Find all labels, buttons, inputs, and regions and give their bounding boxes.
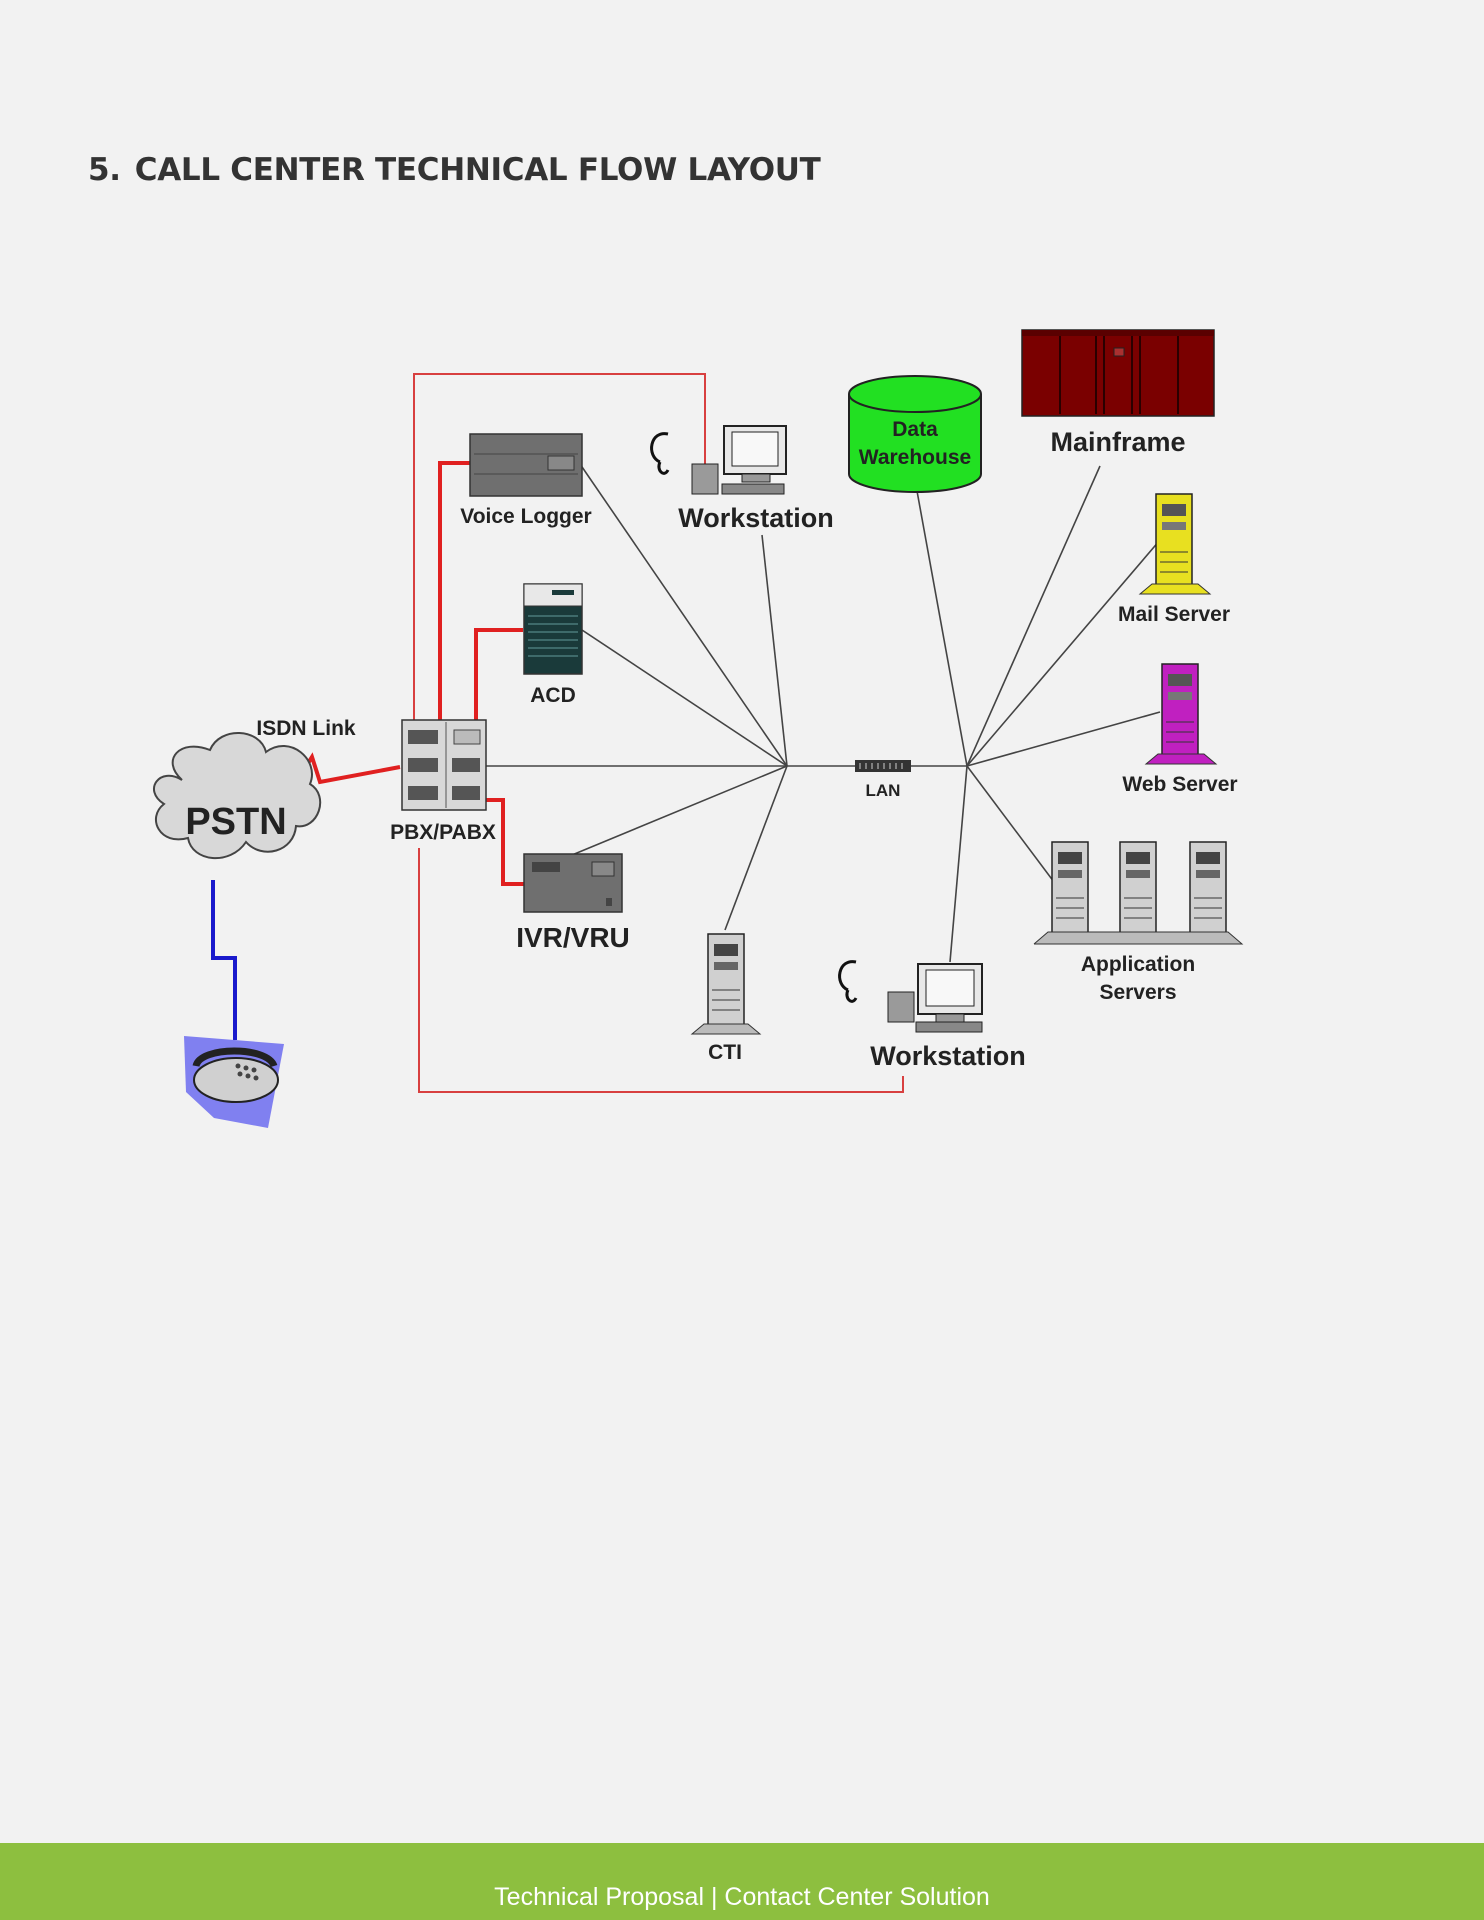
label-workstation-bottom: Workstation	[870, 1041, 1026, 1071]
voice-logger-icon	[469, 433, 583, 497]
label-pstn: PSTN	[185, 801, 286, 843]
voice-link-pbx-workstation-top	[413, 373, 706, 722]
label-pbx: PBX/PABX	[390, 821, 496, 844]
section-heading: 5. CALL CENTER TECHNICAL FLOW LAYOUT	[88, 152, 821, 188]
pbx-icon	[401, 719, 487, 811]
call-center-flow-diagram: Voice Logger Workstation Data Warehouse …	[153, 329, 1244, 1128]
label-mainframe: Mainframe	[1050, 427, 1185, 457]
acd-icon	[523, 583, 583, 675]
ivr-icon	[523, 853, 623, 913]
cti-icon	[690, 933, 762, 1035]
section-number: 5.	[88, 152, 121, 188]
label-application-servers-1: Application	[1081, 953, 1195, 976]
label-workstation-top: Workstation	[678, 503, 834, 533]
data-warehouse-icon	[848, 375, 982, 493]
mainframe-icon	[1021, 329, 1215, 417]
label-acd: ACD	[530, 684, 576, 707]
label-isdn-link: ISDN Link	[256, 717, 355, 740]
lan-links	[486, 463, 1161, 963]
section-title: CALL CENTER TECHNICAL FLOW LAYOUT	[134, 152, 821, 188]
web-server-icon	[1144, 663, 1218, 765]
telephone-icon	[184, 1036, 284, 1128]
page-footer: Technical Proposal | Contact Center Solu…	[0, 1843, 1484, 1920]
label-web-server: Web Server	[1122, 773, 1237, 796]
label-data-warehouse-2: Warehouse	[859, 446, 971, 469]
label-mail-server: Mail Server	[1118, 603, 1230, 626]
phone-line	[211, 880, 237, 1040]
workstation-top-icon	[650, 425, 787, 495]
label-data-warehouse-1: Data	[892, 418, 938, 441]
pstn-cloud-icon	[153, 732, 322, 859]
voice-link-pbx-voicelogger	[438, 461, 470, 722]
voice-link-pbx-workstation-bottom	[418, 848, 904, 1093]
label-cti: CTI	[708, 1041, 742, 1064]
footer-text: Technical Proposal | Contact Center Solu…	[494, 1883, 990, 1911]
voice-link-pbx-acd	[474, 628, 523, 722]
label-ivr: IVR/VRU	[516, 922, 630, 953]
label-lan: LAN	[866, 781, 901, 800]
application-servers-icon	[1033, 841, 1244, 945]
voice-links	[413, 373, 904, 1093]
voice-link-pbx-ivr	[486, 798, 524, 886]
lan-hub-icon	[855, 760, 911, 772]
mail-server-icon	[1138, 493, 1212, 595]
workstation-bottom-icon	[838, 960, 983, 1033]
label-application-servers-2: Servers	[1099, 981, 1176, 1004]
label-voice-logger: Voice Logger	[460, 505, 591, 528]
